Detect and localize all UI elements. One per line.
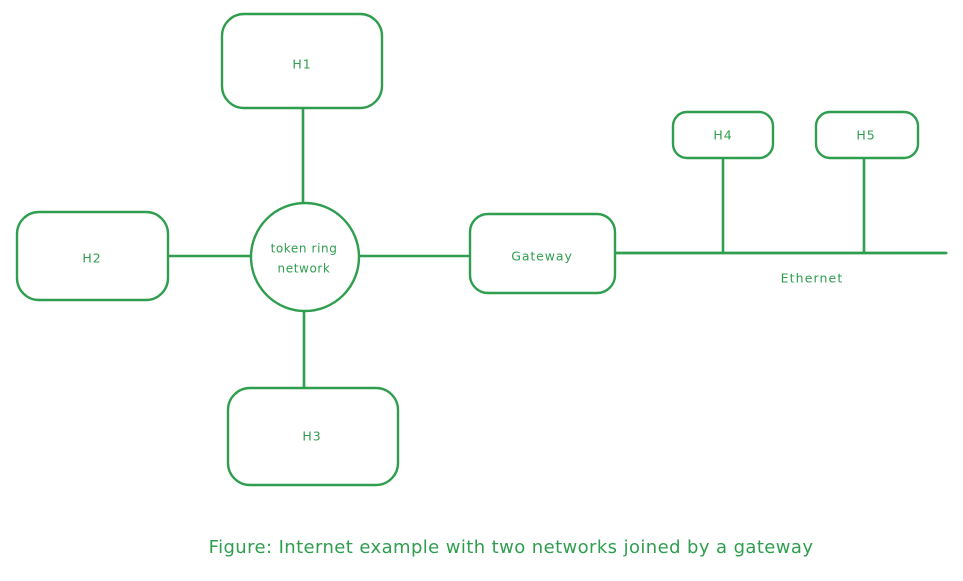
node-h5[interactable]: H5	[814, 110, 920, 160]
node-gateway-label: Gateway	[511, 249, 573, 264]
node-gateway[interactable]: Gateway	[468, 212, 617, 295]
node-h1-label: H1	[292, 57, 311, 72]
node-h4[interactable]: H4	[671, 110, 775, 160]
figure-caption: Figure: Internet example with two networ…	[209, 537, 814, 558]
node-h2-shape	[15, 210, 170, 302]
edge-group	[166, 106, 948, 391]
node-h4-label: H4	[713, 128, 732, 143]
node-token-ring-label-line2: network	[278, 262, 331, 276]
node-h2[interactable]: H2	[15, 210, 170, 302]
node-h2-label: H2	[82, 251, 101, 266]
node-h4-shape	[671, 110, 775, 160]
node-token-ring-label-line1: token ring	[271, 242, 338, 256]
ethernet-bus-label: Ethernet	[781, 271, 844, 286]
node-h3[interactable]: H3	[226, 386, 400, 487]
node-h3-shape	[226, 386, 400, 487]
node-token-ring-shape	[249, 201, 361, 313]
node-token-ring-network[interactable]: token ring network	[249, 201, 361, 313]
node-h1-shape	[220, 12, 384, 110]
node-h5-shape	[814, 110, 920, 160]
node-h3-label: H3	[302, 429, 321, 444]
node-h5-label: H5	[856, 128, 875, 143]
node-h1[interactable]: H1	[220, 12, 384, 110]
node-gateway-shape	[468, 212, 617, 295]
